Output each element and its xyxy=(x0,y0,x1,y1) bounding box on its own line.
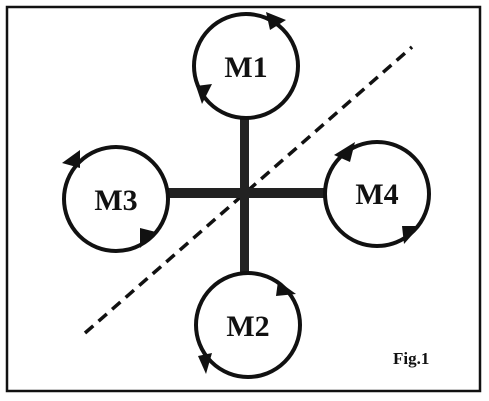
motor-m1: M1 xyxy=(192,12,300,120)
motor-m3-label: M3 xyxy=(94,184,137,217)
motor-m1-label: M1 xyxy=(224,51,267,84)
motor-m2-arrow-bottom-icon xyxy=(198,353,212,374)
motor-m2-arrow-top-icon xyxy=(276,281,296,296)
motor-m2-circle xyxy=(194,271,302,379)
motor-m1-arrow-bottom-icon xyxy=(196,84,212,104)
motor-m2-label: M2 xyxy=(226,310,269,343)
motor-m3: M3 xyxy=(62,145,170,253)
motor-m3-arrow-top-icon xyxy=(62,150,80,168)
motor-m1-circle xyxy=(192,12,300,120)
cross-frame xyxy=(166,115,324,274)
motor-m4-circle xyxy=(323,140,431,248)
horizontal-arm xyxy=(166,188,324,198)
motor-m3-circle xyxy=(62,145,170,253)
motor-m4-arrow-top-icon xyxy=(334,142,355,162)
figure-caption: Fig.1 xyxy=(393,349,429,368)
figure-frame xyxy=(5,5,482,393)
motor-m3-arrow-bottom-icon xyxy=(140,228,156,248)
motor-m4-label: M4 xyxy=(355,178,398,211)
motor-m4-arrow-bottom-icon xyxy=(402,226,420,244)
motor-m1-arrow-top-icon xyxy=(266,12,286,30)
motor-m4: M4 xyxy=(323,140,431,248)
motor-m2: M2 xyxy=(194,271,302,379)
